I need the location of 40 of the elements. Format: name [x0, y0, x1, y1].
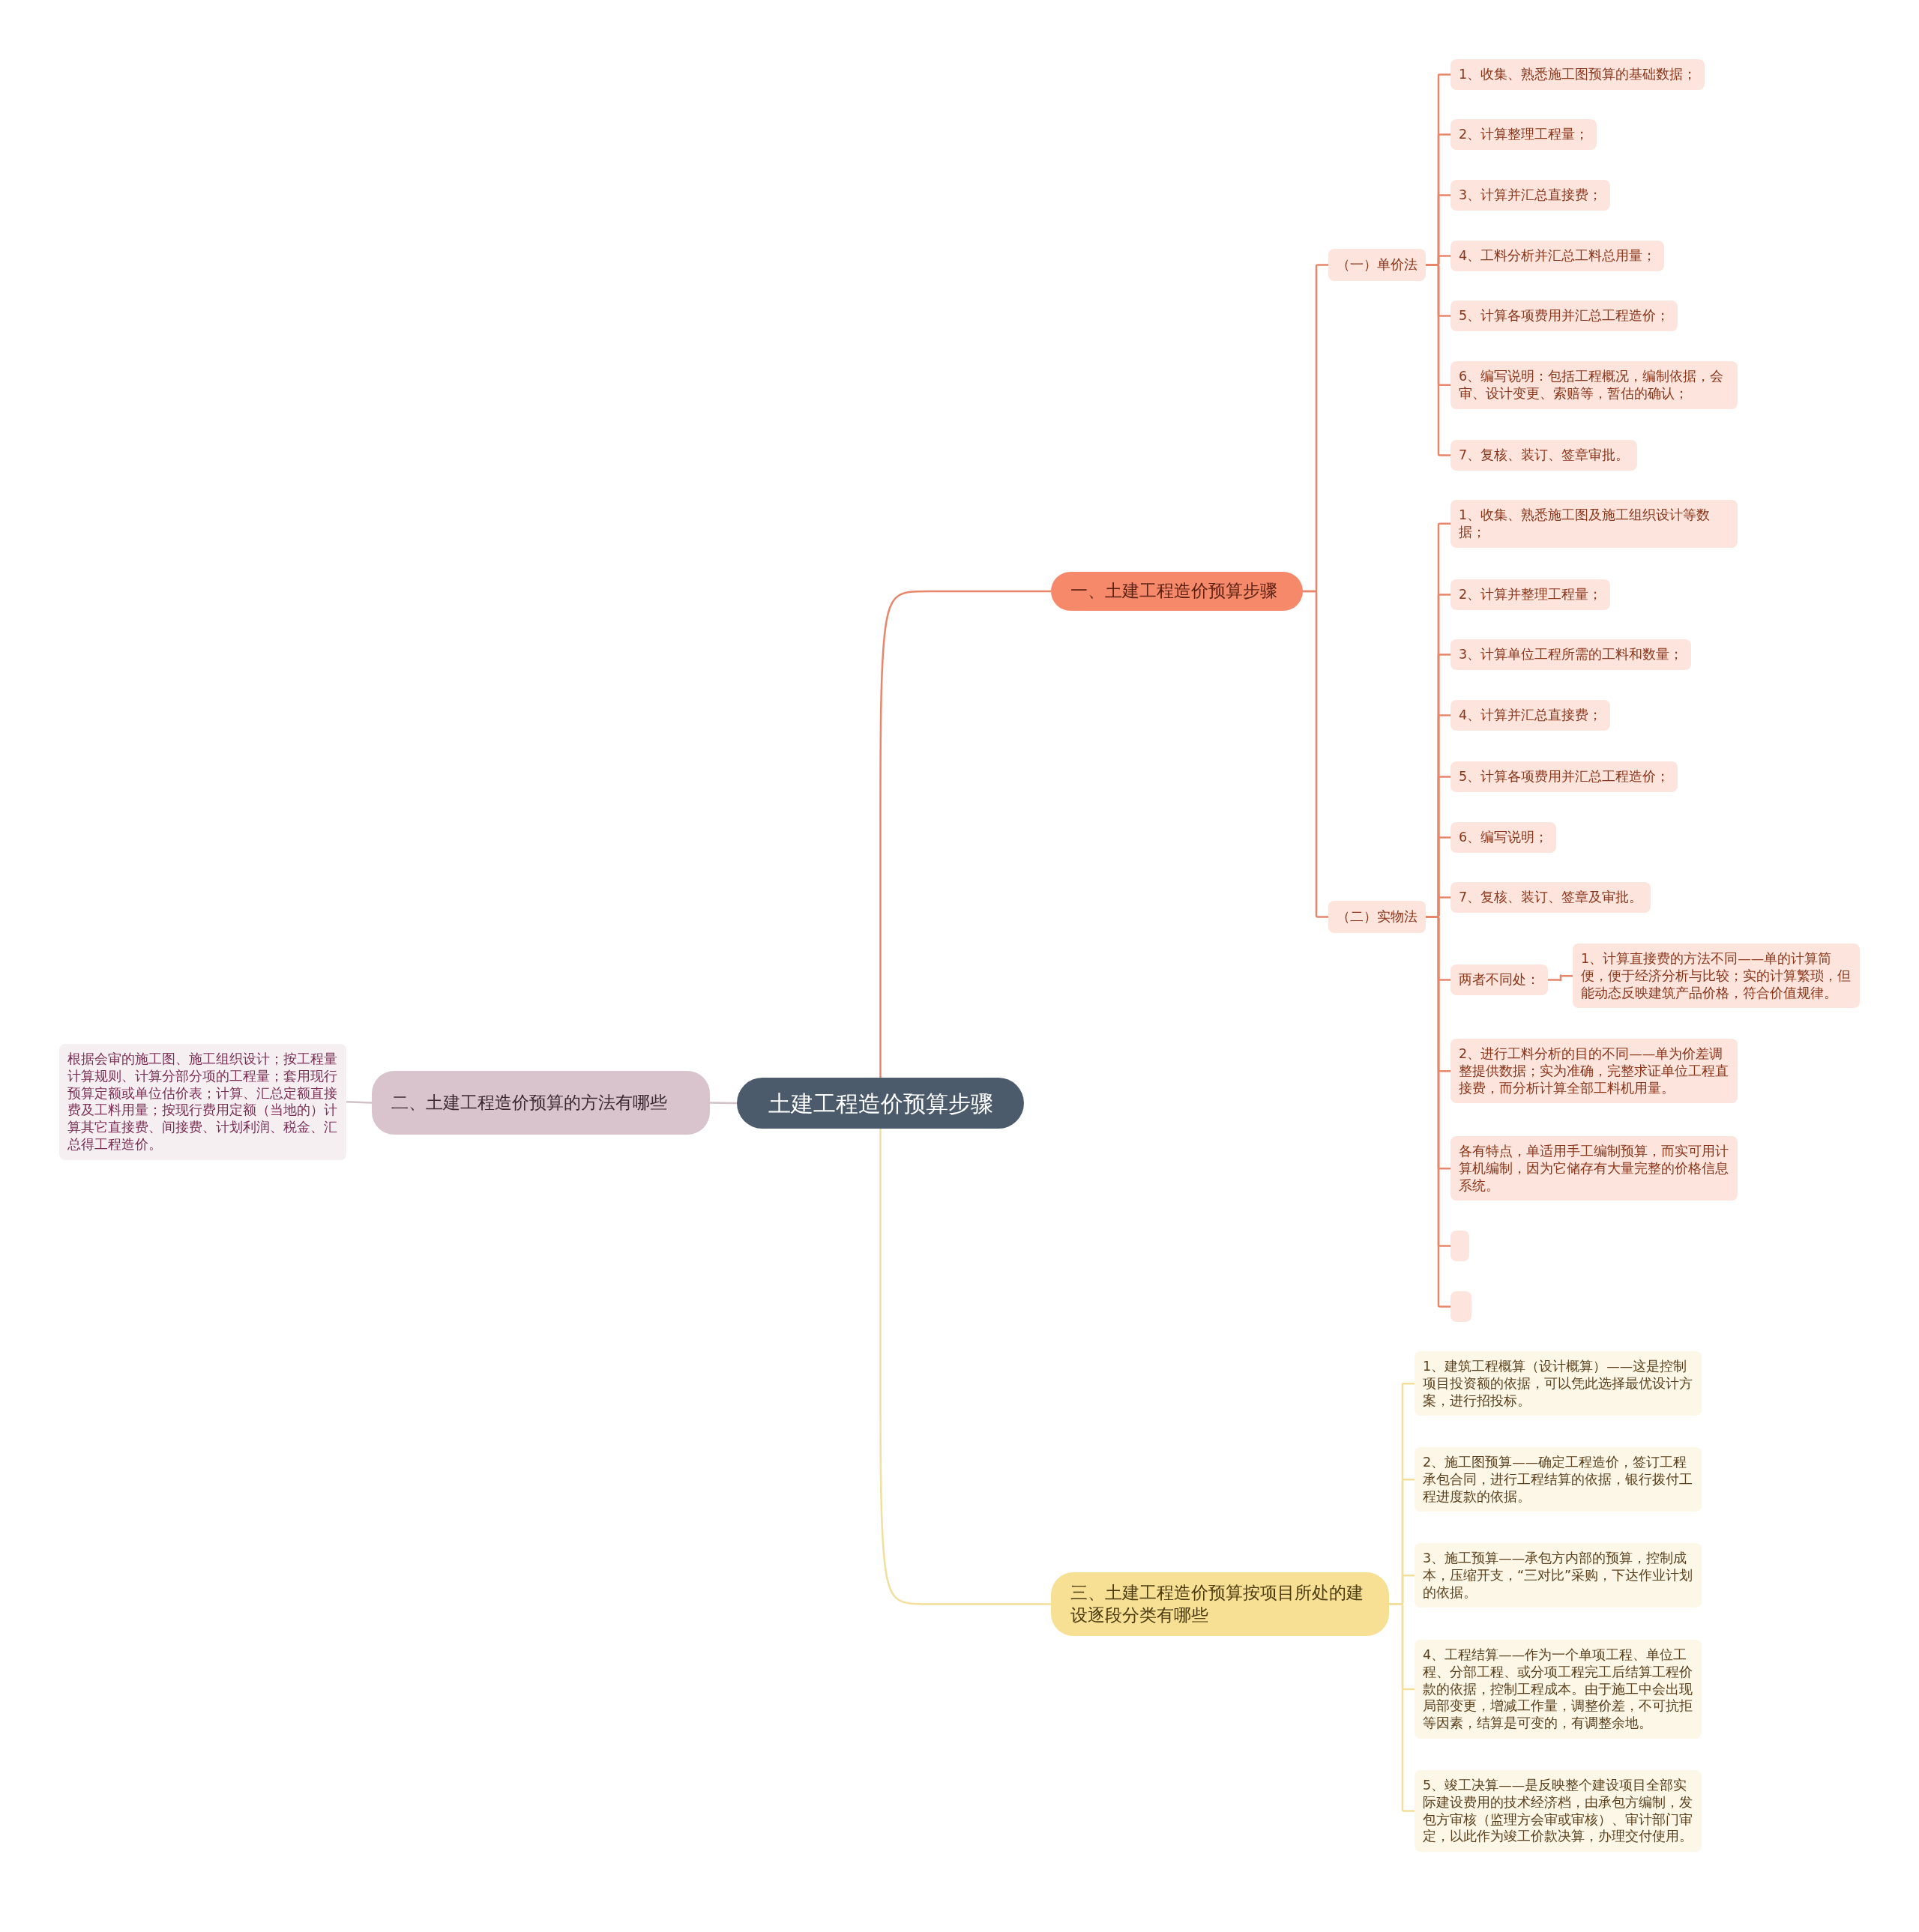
subtopic-box: 1、收集、熟悉施工图及施工组织设计等数据； [1450, 500, 1738, 548]
subtopic-box: 5、竣工决算——是反映整个建设项目全部实际建设费用的技术经济档，由承包方编制，发包方审核（监理方会审或审核）、审计部门审定，以此作为竣工价款决算，办理交付使用。 [1415, 1770, 1702, 1852]
subtopic-box: 7、复核、装订、签章审批。 [1450, 440, 1638, 471]
subtopic-box: （二）实物法 [1328, 901, 1426, 933]
connector-line [346, 1101, 373, 1104]
subtopic-box: 2、进行工料分析的目的不同——单为价差调整提供数据；实为准确，完整求证单位工程直接费，而分析计算全部工料机用量。 [1450, 1039, 1738, 1104]
subtopic-box: 3、计算并汇总直接费； [1450, 180, 1611, 211]
subtopic-box: 6、编写说明； [1450, 822, 1557, 853]
connector-line [879, 590, 1051, 1078]
subtopic-box: 各有特点，单适用手工编制预算，而实可用计算机编制，因为它储存有大量完整的价格信息系统。 [1450, 1136, 1738, 1201]
subtopic-box: 4、计算并汇总直接费； [1450, 700, 1611, 731]
connector-line [879, 1129, 1051, 1605]
empty-box [1450, 1231, 1469, 1261]
subtopic-box: 5、计算各项费用并汇总工程造价； [1450, 761, 1678, 792]
subtopic-box: 两者不同处： [1450, 965, 1548, 995]
connector-line [1389, 1603, 1415, 1812]
subtopic-box: 4、工料分析并汇总工料总用量； [1450, 241, 1665, 271]
subtopic-box: 3、计算单位工程所需的工料和数量； [1450, 639, 1692, 670]
branch-topic: 三、土建工程造价预算按项目所处的建设逐段分类有哪些 [1051, 1572, 1389, 1636]
connector-line [1303, 590, 1328, 918]
subtopic-box: 5、计算各项费用并汇总工程造价； [1450, 301, 1678, 331]
subtopic-box: 1、收集、熟悉施工图预算的基础数据； [1450, 59, 1705, 90]
subtopic-box: 根据会审的施工图、施工组织设计；按工程量计算规则、计算分部分项的工程量；套用现行预算定额或单位估价表；计算、汇总定额直接费及工料用量；按现行费用定额（当地的）计算其它直接费、间接费、计划利润、税金、汇总得工程造价。 [59, 1044, 346, 1160]
subtopic-box: 1、建筑工程概算（设计概算）——这是控制项目投资额的依据，可以凭此选择最优设计方案，进行招投标。 [1415, 1351, 1702, 1416]
subtopic-box: 7、复核、装订、签章及审批。 [1450, 882, 1651, 913]
connector-line [710, 1102, 737, 1105]
subtopic-box: 6、编写说明：包括工程概况，编制依据，会审、设计变更、索赔等，暂估的确认； [1450, 361, 1738, 409]
connector-line [1548, 974, 1573, 982]
empty-box [1450, 1291, 1471, 1322]
subtopic-box: （一）单价法 [1328, 249, 1426, 281]
subtopic-box: 2、计算并整理工程量； [1450, 579, 1611, 610]
branch-topic: 一、土建工程造价预算步骤 [1051, 572, 1303, 611]
connector-line [1426, 264, 1450, 456]
subtopic-box: 2、施工图预算——确定工程造价，签订工程承包合同，进行工程结算的依据，银行拨付工程进度款的依据。 [1415, 1447, 1702, 1512]
subtopic-box: 1、计算直接费的方法不同——单的计算简便，便于经济分析与比较；实的计算繁琐，但能动态反映建筑产品价格，符合价值规律。 [1573, 944, 1860, 1009]
subtopic-box: 2、计算整理工程量； [1450, 119, 1597, 150]
subtopic-box: 3、施工预算——承包方内部的预算，控制成本，压缩开支，“三对比”采购，下达作业计划的依据。 [1415, 1543, 1702, 1608]
central-topic: 土建工程造价预算步骤 [737, 1078, 1024, 1129]
subtopic-box: 4、工程结算——作为一个单项工程、单位工程、分部工程、或分项工程完工后结算工程价款的依据，控制工程成本。由于施工中会出现局部变更，增减工作量，调整价差，不可抗拒等因素，结算是可变的，有调整余地。 [1415, 1640, 1702, 1739]
branch-topic: 二、土建工程造价预算的方法有哪些 [372, 1071, 710, 1135]
